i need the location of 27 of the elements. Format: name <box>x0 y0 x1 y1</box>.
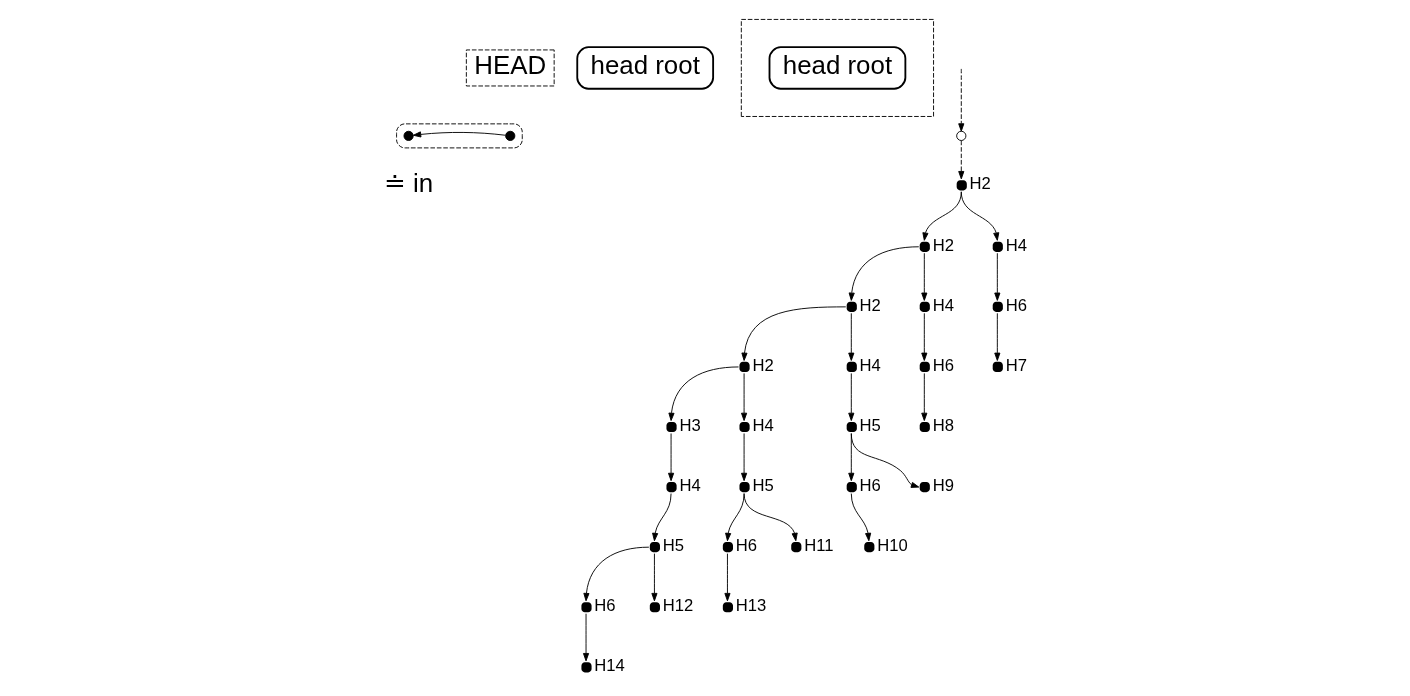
node-label: H6 <box>735 536 757 556</box>
node-label: H11 <box>803 536 833 556</box>
label: ≐ in <box>383 168 433 197</box>
node-label: H5 <box>751 476 774 496</box>
node-label: H6 <box>932 356 954 376</box>
node-label: H3 <box>678 416 701 436</box>
node-label: H7 <box>1005 356 1027 376</box>
node-label: H14 <box>593 656 625 676</box>
node-label: H12 <box>662 596 693 616</box>
node-label: H2 <box>751 356 774 376</box>
node-label: H8 <box>932 416 954 436</box>
node-label: H5 <box>662 536 684 556</box>
node-label: H6 <box>593 596 616 616</box>
node-label: H2 <box>969 174 991 194</box>
node-label: H2 <box>932 235 954 255</box>
node-label: H4 <box>1005 235 1027 255</box>
node-label: H6 <box>1005 295 1027 315</box>
node-label: H4 <box>859 356 881 376</box>
node-label: H4 <box>932 295 954 315</box>
node-label: H6 <box>859 476 881 496</box>
node-label: H2 <box>859 295 881 315</box>
node-label: H9 <box>932 476 954 496</box>
node-label: H5 <box>859 416 881 436</box>
node-label: H4 <box>751 416 774 436</box>
node-label: H4 <box>678 476 701 496</box>
node-label: H13 <box>735 596 766 616</box>
node-label: H10 <box>876 536 908 556</box>
